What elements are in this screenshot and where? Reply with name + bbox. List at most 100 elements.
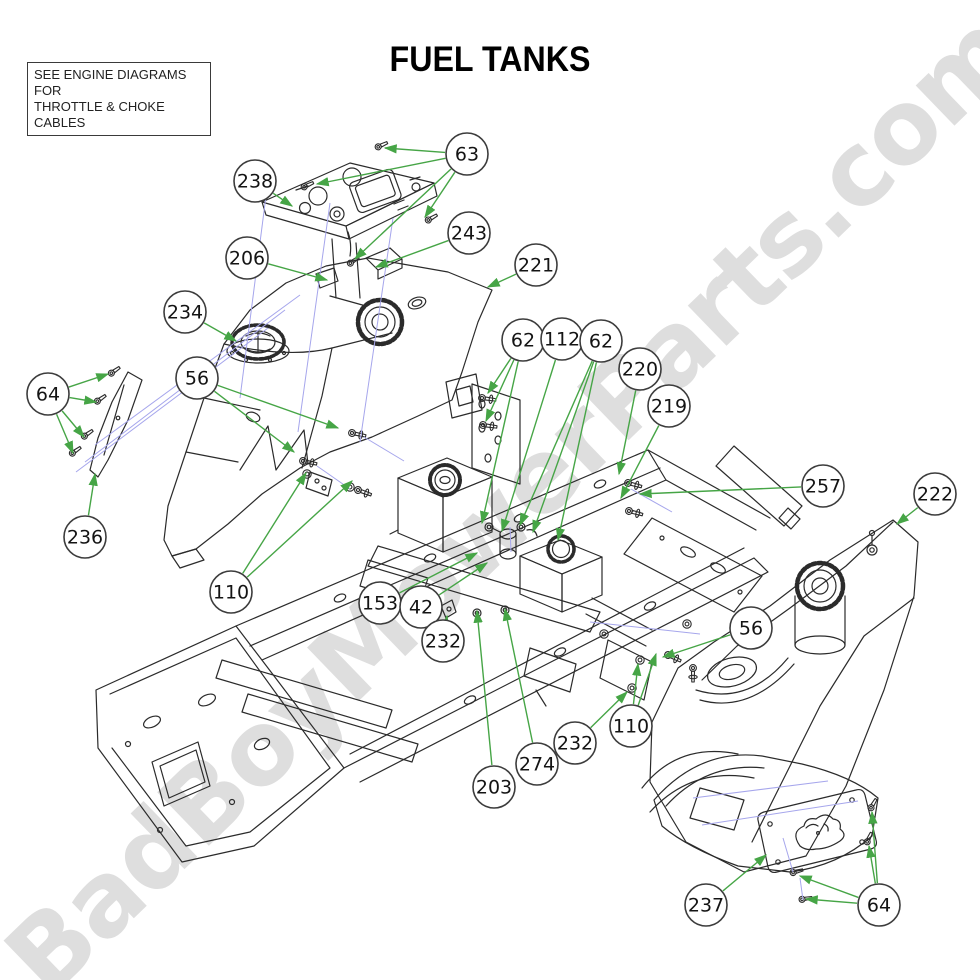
callout-203[interactable]: 203 [472,765,516,809]
leader-line [75,327,269,473]
callout-236[interactable]: 236 [63,515,107,559]
callout-237[interactable]: 237 [684,883,728,927]
leader-line [701,800,859,826]
leader-line [359,217,394,443]
callout-number: 232 [557,733,593,755]
fuel-valve [440,522,538,619]
callout-257[interactable]: 257 [801,464,845,508]
callout-110[interactable]: 110 [609,704,653,748]
callout-number: 219 [651,396,687,418]
callout-64[interactable]: 64 [857,883,901,927]
callout-number: 110 [613,716,649,738]
chassis-frame [95,373,803,863]
leader-line [589,621,701,635]
callout-56[interactable]: 56 [729,606,773,650]
callout-circle[interactable] [26,372,70,416]
callout-arrow [203,322,238,342]
callout-arrow [895,507,919,525]
callout-56[interactable]: 56 [175,356,219,400]
callout-110[interactable]: 110 [209,570,253,614]
callout-circle[interactable] [472,765,516,809]
callout-circle[interactable] [647,384,691,428]
callout-number: 222 [917,484,953,506]
callout-62[interactable]: 62 [501,318,545,362]
callout-arrow [68,373,110,388]
callout-arrow [438,562,489,596]
leader-line [630,488,673,513]
callout-circle[interactable] [233,159,277,203]
callout-number: 56 [185,368,209,390]
callout-circle[interactable] [421,619,465,663]
callout-243[interactable]: 243 [447,211,491,255]
leader-line [239,187,268,399]
callout-number: 237 [688,895,724,917]
callout-circle[interactable] [729,606,773,650]
callout-arrow [486,273,517,288]
callout-arrow [268,263,329,282]
front-fuel-tank [389,457,501,553]
callout-circle[interactable] [684,883,728,927]
leader-line [316,465,351,490]
callout-64[interactable]: 64 [26,372,70,416]
callout-arrow [383,144,446,154]
callout-circle[interactable] [801,464,845,508]
callout-220[interactable]: 220 [618,347,662,391]
callout-arrow [501,359,557,533]
callout-number: 236 [67,527,103,549]
callout-number: 243 [451,223,487,245]
callout-number: 234 [167,302,203,324]
callout-234[interactable]: 234 [163,290,207,334]
callout-arrow [616,390,637,476]
callout-arrow [354,168,452,260]
callout-circle[interactable] [618,347,662,391]
callout-arrow [69,395,98,405]
callout-222[interactable]: 222 [913,472,957,516]
callout-153[interactable]: 153 [358,581,402,625]
callout-circle[interactable] [63,515,107,559]
callout-number: 274 [519,754,555,776]
callout-112[interactable]: 112 [540,317,584,361]
callout-circle[interactable] [447,211,491,255]
leader-line [363,436,405,462]
callout-arrow [440,614,450,629]
callout-238[interactable]: 238 [233,159,277,203]
callout-circle[interactable] [514,243,558,287]
callout-42[interactable]: 42 [399,585,443,629]
callout-circle[interactable] [175,356,219,400]
callout-circle[interactable] [857,883,901,927]
callout-circle[interactable] [399,585,443,629]
leader-line [692,780,829,799]
callout-219[interactable]: 219 [647,384,691,428]
callout-62[interactable]: 62 [579,319,623,363]
callout-232[interactable]: 232 [421,619,465,663]
callout-221[interactable]: 221 [514,243,558,287]
callout-circle[interactable] [579,319,623,363]
callout-number: 220 [622,359,658,381]
callout-arrow [424,171,456,219]
callout-232[interactable]: 232 [553,721,597,765]
callout-circle[interactable] [515,742,559,786]
callout-arrow [638,486,802,499]
callout-circle[interactable] [445,132,489,176]
callout-circle[interactable] [163,290,207,334]
callout-number: 56 [739,618,763,640]
callout-circle[interactable] [225,236,269,280]
callout-arrow [61,410,85,438]
note-line-2: THROTTLE & CHOKE CABLES [34,99,165,130]
callout-arrow [661,634,731,658]
callout-arrow [532,361,595,534]
callout-274[interactable]: 274 [515,742,559,786]
callout-number: 64 [36,384,60,406]
callout-circle[interactable] [913,472,957,516]
callout-arrow [485,359,515,423]
callout-arrow [487,357,512,395]
callout-arrow [55,413,74,455]
callout-63[interactable]: 63 [445,132,489,176]
callout-circle[interactable] [209,570,253,614]
callout-arrow [519,360,593,527]
callout-arrow [502,607,534,743]
callout-206[interactable]: 206 [225,236,269,280]
callout-circle[interactable] [553,721,597,765]
page-title: FUEL TANKS [389,40,591,79]
callout-circle[interactable] [609,704,653,748]
